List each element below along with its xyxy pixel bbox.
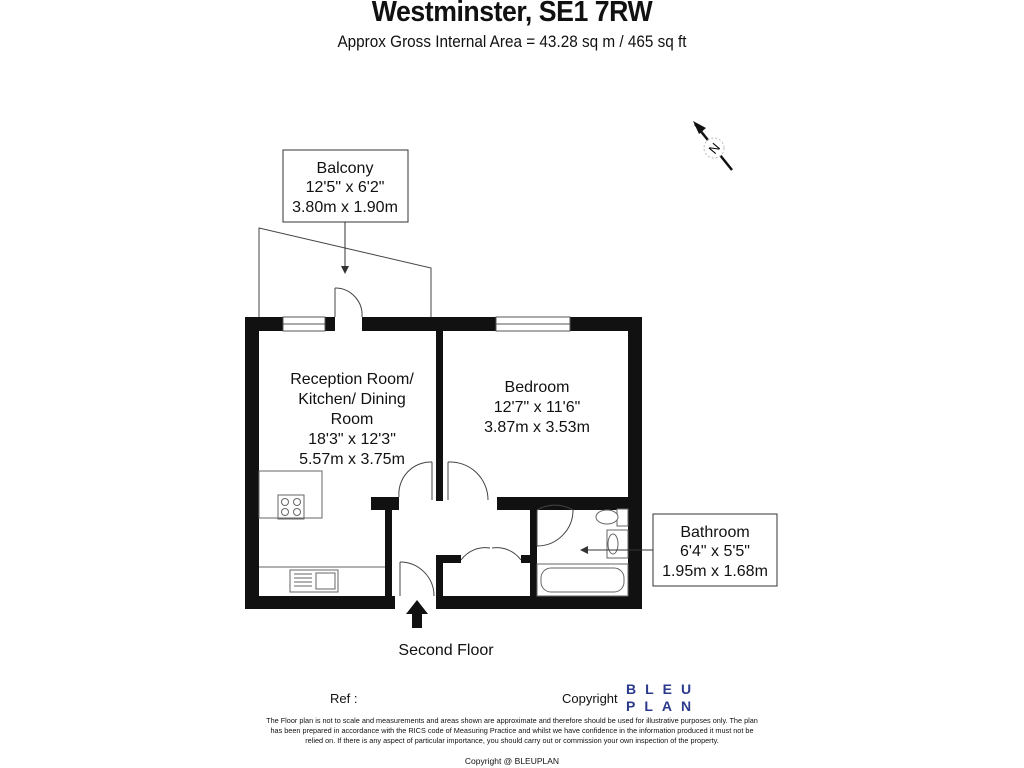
balcony-name: Balcony <box>317 160 374 177</box>
walls <box>245 317 642 609</box>
hob-icon <box>277 494 305 520</box>
bedroom-metric: 3.87m x 3.53m <box>484 419 590 436</box>
disclaimer-text: The Floor plan is not to scale and measu… <box>266 716 758 745</box>
kitchen-fixtures <box>258 470 385 593</box>
reception-name-line2: Kitchen/ Dining <box>298 391 406 408</box>
bathroom-imperial: 6'4" x 5'5" <box>680 543 750 560</box>
balcony-label-box: Balcony 12'5" x 6'2" 3.80m x 1.90m <box>282 149 409 274</box>
entrance-arrow-icon <box>406 600 428 628</box>
brand-line2: PLAN <box>626 698 701 714</box>
reception-name-line1: Reception Room/ <box>290 371 414 388</box>
plan-title: Westminster, SE1 7RW <box>371 0 653 28</box>
basin-icon <box>606 529 629 559</box>
toilet-icon <box>595 508 629 527</box>
brand-logo: BLEU PLAN <box>626 681 700 715</box>
reception-imperial: 18'3" x 12'3" <box>308 431 396 448</box>
bath-icon <box>536 563 629 597</box>
bedroom-name: Bedroom <box>505 379 570 396</box>
bedroom-imperial: 12'7" x 11'6" <box>494 399 581 416</box>
reception-name-line3: Room <box>331 411 374 428</box>
bathroom-name: Bathroom <box>680 524 749 541</box>
bathroom-fixtures <box>536 508 629 597</box>
balcony-metric: 3.80m x 1.90m <box>292 199 398 216</box>
reception-room-label: Reception Room/ Kitchen/ Dining Room 18'… <box>290 371 414 468</box>
brand-line1: BLEU <box>626 681 701 697</box>
bathroom-metric: 1.95m x 1.68m <box>662 563 768 580</box>
bathroom-label-box: Bathroom 6'4" x 5'5" 1.95m x 1.68m <box>580 513 778 587</box>
plan-subtitle: Approx Gross Internal Area = 43.28 sq m … <box>337 32 687 51</box>
reception-metric: 5.57m x 3.75m <box>299 451 405 468</box>
balcony-imperial: 12'5" x 6'2" <box>306 179 385 196</box>
ref-label: Ref : <box>330 691 358 706</box>
sink-icon <box>289 569 339 593</box>
doors <box>334 287 574 597</box>
bedroom-label: Bedroom 12'7" x 11'6" 3.87m x 3.53m <box>484 379 590 436</box>
copyright-label: Copyright <box>562 691 618 706</box>
floor-label: Second Floor <box>398 642 494 659</box>
north-compass-icon: N <box>693 121 733 171</box>
windows <box>282 316 571 332</box>
footer-copyright: Copyright @ BLEUPLAN <box>464 756 560 766</box>
